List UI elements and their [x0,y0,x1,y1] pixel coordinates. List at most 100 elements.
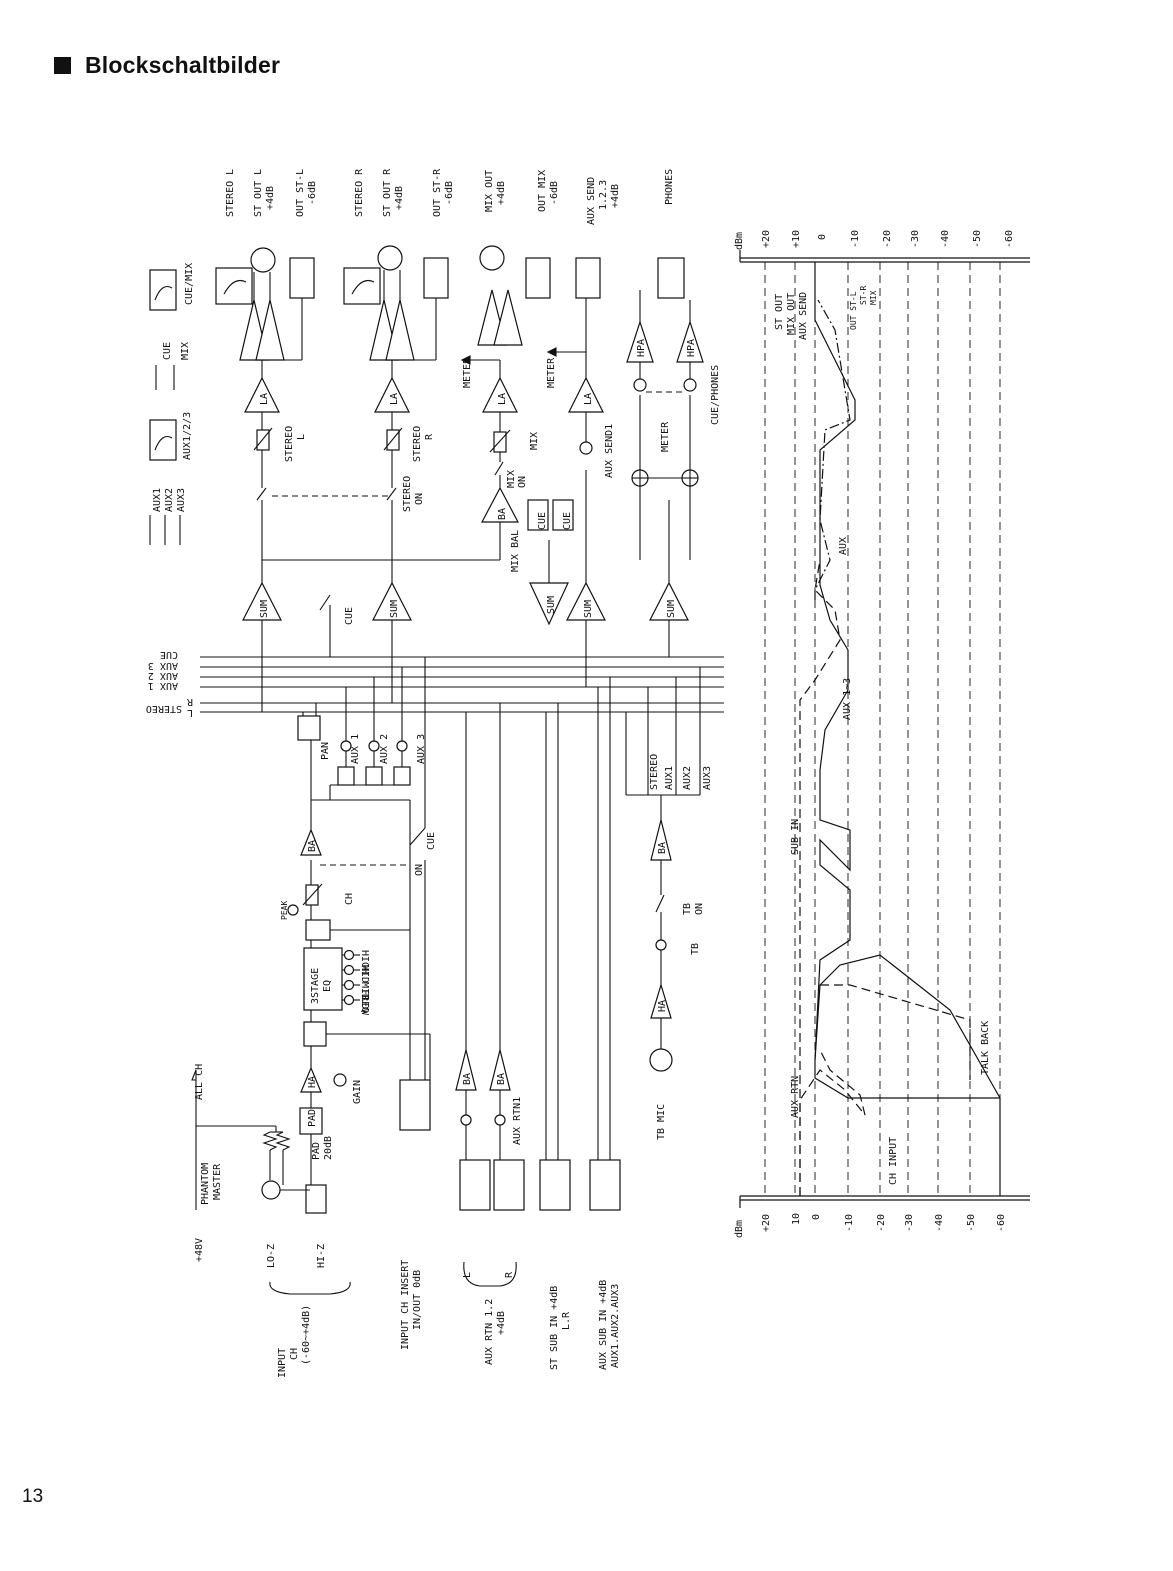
ha-label: HA [307,1076,318,1088]
heading: Blockschaltbilder [54,52,280,79]
out-mix-out-label: MIX OUT [484,170,495,212]
tb-level-knob-icon [655,939,667,951]
level-diagram: dBm +20 +10 0 -10 -20 -30 -40 -50 -60 dB… [734,230,1030,1238]
peak-label: PEAK [280,901,289,920]
la-amp-l [244,376,280,413]
aux-rtn-ba-r [489,1049,511,1091]
page-number: 13 [22,1486,44,1507]
eq-label: 3STAGE [310,968,321,1004]
aux-rtn-l: L [462,1272,473,1278]
insert-jack-icon [399,1079,431,1131]
on-label: ON [414,864,425,876]
aux-rtn-ba-l [455,1049,477,1091]
out-out-mix-label: OUT MIX [537,170,548,212]
master-label: MASTER [212,1163,223,1200]
cue-switch-aux [552,499,574,531]
jack-phones-icon [657,257,685,299]
level-scale-6: -40 [934,1214,945,1232]
tb-ha-amplifier [650,982,672,1019]
meter-aux-icon [149,419,177,461]
ha-amplifier [300,1066,322,1093]
tb-on-label-2: ON [694,903,705,915]
level-scale-top-4: -20 [882,230,893,248]
aux-sub-ch: AUX1.AUX2.AUX3 [610,1284,621,1368]
mix-label: MIX [529,432,540,450]
bus-label-l: L [187,707,193,718]
sum-cue-switch-label: CUE [344,607,355,625]
out-phones-label: PHONES [664,169,675,205]
stereo-r-fader-label-2: R [424,433,435,440]
mix-fader [493,431,507,453]
meter-l-icon [215,267,253,305]
input-brace [269,1281,351,1295]
la-l-label: LA [259,393,270,405]
level-scale-top-3: -10 [850,230,861,248]
jack-out-st-l-icon [289,257,315,299]
level-scale-top-5: -30 [910,230,921,248]
aux1-prepost-switch [337,766,355,786]
out-out-st-l-label: OUT ST-L [295,169,306,217]
aux-sub-label: AUX SUB IN +4dB [598,1280,609,1370]
xlr-out-l-icon [250,247,276,273]
bus-label-stereo: STEREO [146,703,182,714]
low-label: LOW [359,997,370,1016]
meter-cue-mix-icon [149,269,177,311]
cue-switch-mix-label: CUE [537,512,548,530]
aux-rtn-jack-r-icon [493,1159,525,1211]
out-stereo-l-label: STEREO L [225,169,236,217]
level-scale-7: -50 [966,1214,977,1232]
aux-rtn-curve [799,1049,866,1196]
st-sub-lr: L.R [561,1311,572,1330]
sum-section: SUM SUM SUM SUM SUM CUE [242,532,689,712]
eq-block [303,947,343,1011]
aux2-prepost-switch [365,766,383,786]
bus-label-aux1: AUX 1 [148,680,178,691]
la-amp-mix [482,376,518,413]
out-st-out-r-level: +4dB [394,186,405,210]
out-aux-send-level: +4dB [610,184,621,208]
cue-switch-aux-label: CUE [562,512,573,530]
jack-out-st-r-icon [423,257,449,299]
level-scale-top-2: 0 [817,234,828,240]
mix-meter-label: METER [462,357,473,388]
tb-label: TB [690,943,701,955]
out-st-out-l-label: ST OUT L [253,169,264,217]
lbl-st-r: ST-R [859,286,868,305]
st-sub-jack-icon [539,1159,571,1211]
la-amp-r [374,376,410,413]
input-range-label: (-60~+4dB) [301,1305,312,1365]
xlr-out-r-icon [377,245,403,271]
mid-label: MID [359,982,370,1000]
aux3-prepost-switch [393,766,411,786]
aux-rtn-knob-l-icon [460,1114,472,1126]
la-mix-label: LA [497,393,508,405]
tb-aux3-label: AUX3 [702,766,713,790]
lbl-aux-send: AUX SEND [798,292,809,340]
tb-mic-label: TB MIC [656,1104,667,1140]
talkback-section: HA BA TB MIC TB TB ON STEREO AUX1 AUX2 A… [625,667,713,1140]
mix-bal-label: MIX BAL [510,530,521,572]
level-scale-4: -20 [876,1214,887,1232]
insert-switch [303,1021,327,1047]
low-knob-icon [343,994,355,1006]
lbl-mix-out: MIX OUT [786,293,797,335]
hpa-l-label: HPA [636,339,647,357]
tb-mic-icon [649,1048,673,1072]
ch-label: CH [344,893,355,905]
level-scale-top-6: -40 [940,230,951,248]
all-ch-label: ALL CH [194,1064,205,1100]
input-channel-strip: PAD HA 3STAGE EQ [191,657,437,1262]
pad-block-label: PAD [307,1109,318,1127]
aux3-knob-icon [396,740,408,752]
hpa-r-label: HPA [686,339,697,357]
mid-knob-icon [343,979,355,991]
aux-send1-knob-icon [579,441,593,455]
aux2-label: AUX 2 [379,734,390,764]
sub-in-curve [799,559,841,1196]
bus-lines [200,656,724,713]
lbl-mix: MIX [869,290,878,305]
aux-meter-label: METER [546,357,557,388]
lbl-aux-rtn: AUX RTN [790,1076,801,1118]
meter-r-icon [343,267,381,305]
